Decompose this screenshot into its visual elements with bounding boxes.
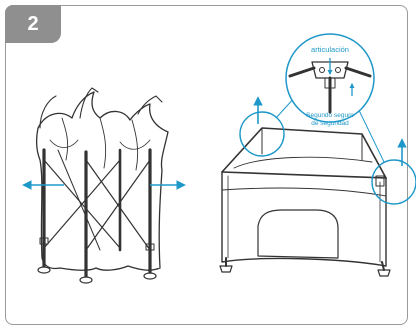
corner-highlight-left [239, 111, 285, 157]
joint-detail-callout: articulación Segundo seguro de seguridad [285, 33, 375, 127]
joint-label: articulación [311, 45, 349, 54]
safety-label-line1: Segundo seguro [306, 112, 354, 119]
safety-label-line2: de seguridad [311, 120, 349, 127]
corner-highlight-right [371, 159, 416, 205]
top-rail [221, 127, 387, 179]
folded-playpen [36, 87, 169, 284]
open-playpen [219, 127, 391, 277]
side-opening [257, 209, 339, 259]
step-number-badge: 2 [5, 5, 61, 43]
